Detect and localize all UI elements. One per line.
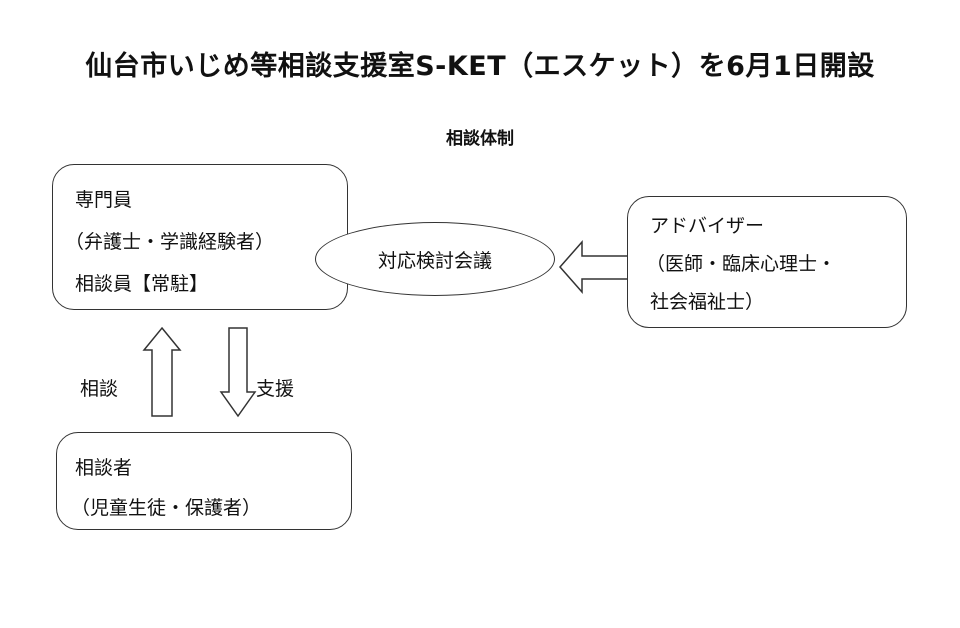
- consultant-line-1: 相談者: [75, 457, 133, 479]
- advisor-line-2: （医師・臨床心理士・: [646, 253, 837, 275]
- consult-label: 相談: [80, 378, 119, 400]
- consultant-line-2: （児童生徒・保護者）: [71, 497, 262, 519]
- support-down-arrow: [219, 327, 257, 418]
- advisor-to-meeting-arrow: [559, 240, 629, 294]
- diagram-title: 仙台市いじめ等相談支援室S-KET（エスケット）を6月1日開設: [85, 51, 875, 82]
- advisor-box: アドバイザー （医師・臨床心理士・ 社会福祉士）: [627, 196, 907, 328]
- staff-line-1: 専門員: [75, 189, 133, 211]
- staff-box: 専門員 （弁護士・学識経験者） 相談員【常駐】: [52, 164, 348, 310]
- staff-line-3: 相談員【常駐】: [75, 273, 209, 295]
- diagram-subtitle: 相談体制: [446, 129, 514, 149]
- advisor-line-1: アドバイザー: [650, 215, 765, 237]
- advisor-line-3: 社会福祉士）: [650, 291, 765, 313]
- meeting-label: 対応検討会議: [377, 249, 492, 272]
- meeting-ellipse: 対応検討会議: [315, 222, 555, 296]
- staff-line-2: （弁護士・学識経験者）: [65, 231, 275, 253]
- support-label: 支援: [256, 378, 295, 400]
- consult-up-arrow: [142, 326, 182, 417]
- consultant-box: 相談者 （児童生徒・保護者）: [56, 432, 352, 530]
